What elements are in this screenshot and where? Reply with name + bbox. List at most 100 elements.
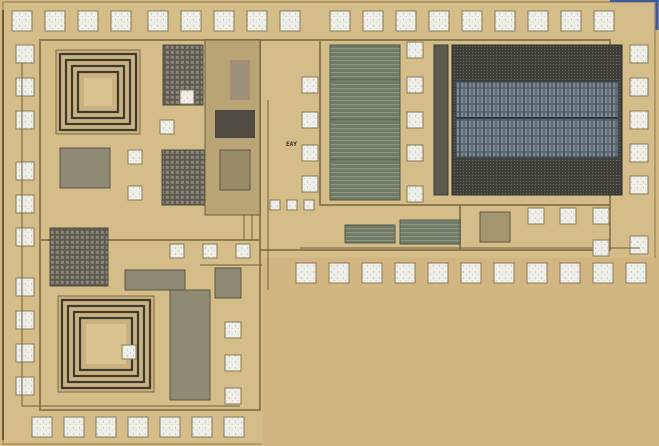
bond-pad-icon	[625, 262, 647, 284]
capacitor-array-left	[49, 227, 109, 287]
bond-pad-icon	[15, 77, 35, 97]
bond-pad-icon	[235, 243, 251, 259]
circuit-block	[124, 269, 186, 291]
mid-pad-row	[295, 262, 647, 284]
bond-pad-icon	[301, 76, 319, 94]
bond-pad-icon	[560, 10, 582, 32]
bond-pad-icon	[629, 143, 649, 163]
bond-pad-icon	[592, 239, 610, 257]
bond-pad-icon	[406, 111, 424, 129]
bond-pad-icon	[180, 10, 202, 32]
bond-pad-icon	[593, 10, 615, 32]
bond-pad-icon	[63, 416, 85, 438]
bond-pad-icon	[159, 119, 175, 135]
left-pad-column	[15, 44, 35, 396]
bond-pad-icon	[629, 110, 649, 130]
bond-pad-icon	[406, 185, 424, 203]
buffer-strip	[399, 219, 461, 245]
bond-pad-icon	[44, 10, 66, 32]
die-marking-label: EAY	[286, 141, 297, 148]
bond-pad-icon	[15, 343, 35, 363]
bottom-pad-row	[31, 416, 245, 438]
bond-pad-icon	[559, 207, 577, 225]
bond-pad-icon	[301, 175, 319, 193]
bond-pad-icon	[127, 416, 149, 438]
bond-pad-icon	[224, 387, 242, 405]
top-pad-row	[11, 10, 615, 32]
bond-pad-icon	[127, 149, 143, 165]
bond-pad-icon	[592, 207, 610, 225]
bond-pad-icon	[527, 207, 545, 225]
bond-pad-icon	[213, 10, 235, 32]
bond-pad-icon	[169, 243, 185, 259]
bond-pad-icon	[191, 416, 213, 438]
memory-array	[451, 44, 623, 196]
bond-pad-icon	[428, 10, 450, 32]
bond-pad-icon	[31, 416, 53, 438]
bond-pad-icon	[629, 77, 649, 97]
bond-pad-icon	[11, 10, 33, 32]
bond-pad-icon	[295, 262, 317, 284]
bond-pad-icon	[246, 10, 268, 32]
bond-pad-icon	[629, 44, 649, 64]
circuit-block	[169, 289, 211, 401]
bond-pad-icon	[329, 10, 351, 32]
bond-pad-icon	[406, 41, 424, 59]
bond-pad-icon	[15, 310, 35, 330]
bond-pad-icon	[179, 89, 195, 105]
bond-pad-icon	[493, 262, 515, 284]
bond-pad-icon	[110, 10, 132, 32]
bond-pad-icon	[301, 144, 319, 162]
bond-pad-icon	[159, 416, 181, 438]
bond-pad-icon	[406, 76, 424, 94]
bond-pad-icon	[77, 10, 99, 32]
bond-pad-icon	[15, 194, 35, 214]
bond-pad-icon	[279, 10, 301, 32]
bond-pad-icon	[286, 199, 298, 211]
bond-pad-icon	[15, 227, 35, 247]
bond-pad-icon	[121, 344, 137, 360]
bond-pad-icon	[15, 110, 35, 130]
bond-pad-icon	[362, 10, 384, 32]
bond-pad-icon	[269, 199, 281, 211]
bond-pad-icon	[361, 262, 383, 284]
bond-pad-icon	[460, 262, 482, 284]
inductor-coil-icon	[57, 295, 155, 393]
bond-pad-icon	[95, 416, 117, 438]
bond-pad-icon	[328, 262, 350, 284]
bond-pad-icon	[224, 354, 242, 372]
bond-pad-icon	[303, 199, 315, 211]
bond-pad-icon	[494, 10, 516, 32]
bond-pad-icon	[592, 262, 614, 284]
bond-pad-icon	[559, 262, 581, 284]
bond-pad-icon	[147, 10, 169, 32]
bond-pad-icon	[15, 44, 35, 64]
bond-pad-icon	[223, 416, 245, 438]
bond-pad-icon	[15, 161, 35, 181]
bond-pad-icon	[406, 144, 424, 162]
bond-pad-icon	[427, 262, 449, 284]
bond-pad-icon	[527, 10, 549, 32]
bond-pad-icon	[15, 277, 35, 297]
circuit-block	[214, 267, 242, 299]
bond-pad-icon	[15, 376, 35, 396]
bond-pad-icon	[461, 10, 483, 32]
bond-pad-icon	[127, 185, 143, 201]
io-strip	[433, 44, 449, 196]
transistor-cluster	[204, 39, 261, 216]
bond-pad-icon	[224, 321, 242, 339]
bond-pad-icon	[629, 175, 649, 195]
digital-logic-block	[329, 44, 401, 201]
bond-pad-icon	[394, 262, 416, 284]
right-pad-column	[629, 44, 649, 255]
bond-pad-icon	[301, 111, 319, 129]
bond-pad-icon	[395, 10, 417, 32]
bond-pad-icon	[202, 243, 218, 259]
buffer-strip	[344, 224, 396, 244]
bond-pad-icon	[526, 262, 548, 284]
inductor-coil-icon	[55, 49, 141, 135]
lower-right-empty-region	[262, 258, 659, 446]
bond-pad-icon	[629, 235, 649, 255]
circuit-block	[59, 147, 111, 189]
